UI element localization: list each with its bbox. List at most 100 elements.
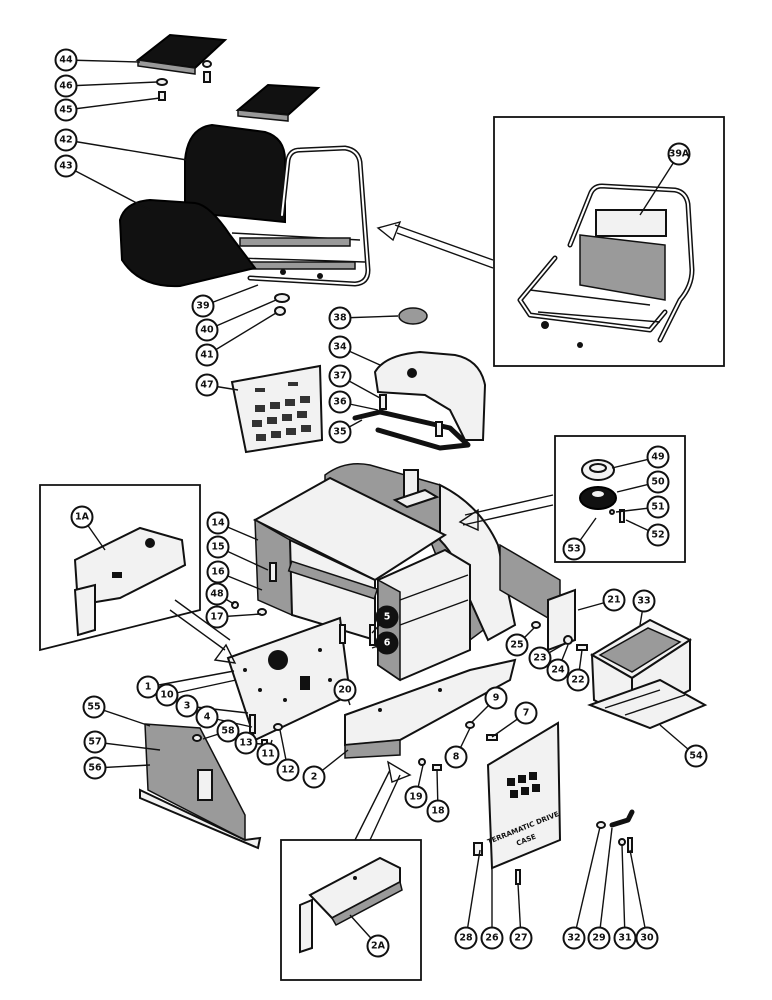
seat-backrest	[184, 123, 286, 224]
callout-label: 45	[59, 105, 72, 116]
callout-label: 25	[510, 640, 523, 651]
callout-label: 51	[651, 502, 664, 513]
callout-circle	[528, 646, 552, 670]
leader-line-41	[206, 312, 277, 356]
callout-label: 28	[459, 933, 473, 944]
callout-circle	[195, 705, 219, 729]
callout-circle	[54, 74, 78, 98]
callout-44: 44	[54, 48, 78, 72]
callout-circle	[191, 294, 215, 318]
callout-14: 14	[206, 511, 230, 535]
callout-circle	[454, 926, 478, 950]
callout-circle	[205, 605, 229, 629]
callout-circle	[366, 934, 390, 958]
leader-line-46	[65, 81, 158, 87]
callout-circle	[444, 745, 468, 769]
callout-label: 9	[493, 693, 500, 704]
callout-label: 55	[87, 702, 100, 713]
callout-6: 6	[375, 631, 399, 655]
callout-8: 8	[444, 745, 468, 769]
callout-label: 44	[59, 55, 73, 66]
callout-31: 31	[613, 926, 637, 950]
callout-1: 1	[136, 675, 160, 699]
callout-label: 2	[311, 772, 318, 783]
callout-48: 48	[205, 582, 229, 606]
callout-18: 18	[426, 799, 450, 823]
callout-label: 50	[651, 477, 665, 488]
callout-circle	[83, 756, 107, 780]
callout-label: 52	[651, 530, 664, 541]
callout-circle	[566, 668, 590, 692]
callout-label: 40	[200, 325, 214, 336]
decal-plate-26: TERRAMATIC DRIVE CASE	[473, 721, 562, 885]
callout-label: 27	[514, 933, 527, 944]
callout-circle	[684, 744, 708, 768]
callout-label: 17	[210, 612, 223, 623]
leader-line-1	[147, 670, 235, 688]
callout-circle	[195, 318, 219, 342]
leader-line-31	[621, 844, 626, 939]
callout-35: 35	[328, 420, 352, 444]
callout-52: 52	[646, 523, 670, 547]
callout-label: 18	[431, 806, 445, 817]
callout-label: 19	[409, 792, 422, 803]
callout-label: 30	[640, 933, 654, 944]
callout-25: 25	[505, 633, 529, 657]
callout-label: 36	[333, 397, 347, 408]
leader-line-29	[598, 827, 613, 939]
callout-circle	[205, 582, 229, 606]
callout-29: 29	[587, 926, 611, 950]
callout-label: 48	[210, 589, 224, 600]
callout-circle	[54, 154, 78, 178]
leader-line-40	[206, 299, 277, 331]
callout-40: 40	[195, 318, 219, 342]
callout-label: 54	[689, 751, 703, 762]
callout-label: 39	[196, 301, 209, 312]
callout-circle	[195, 373, 219, 397]
callout-label: 34	[333, 342, 347, 353]
callout-label: 38	[333, 313, 347, 324]
callout-16: 16	[206, 560, 230, 584]
callout-label: 46	[59, 81, 73, 92]
callout-2: 2	[302, 765, 326, 789]
inset-2a	[280, 839, 422, 981]
callout-circle	[328, 306, 352, 330]
callout-3: 3	[175, 694, 199, 718]
callout-circle	[426, 799, 450, 823]
callout-7: 7	[514, 701, 538, 725]
callout-42: 42	[54, 128, 78, 152]
callout-circle	[505, 633, 529, 657]
callout-label: 1A	[75, 512, 90, 523]
callout-circle	[136, 675, 160, 699]
callout-36: 36	[328, 390, 352, 414]
callout-41: 41	[195, 343, 219, 367]
callout-label: 22	[571, 675, 584, 686]
callout-circle	[632, 589, 656, 613]
toolbox-33	[587, 618, 708, 730]
callout-label: 47	[200, 380, 213, 391]
callout-circle	[635, 926, 659, 950]
callout-26: 26	[480, 926, 504, 950]
leader-line-44	[65, 59, 141, 63]
callout-label: 33	[637, 596, 650, 607]
callout-circle	[155, 683, 179, 707]
callout-45: 45	[54, 98, 78, 122]
callout-circle	[216, 719, 240, 743]
callout-circle	[509, 926, 533, 950]
callout-circle	[562, 537, 586, 561]
callout-circle	[54, 128, 78, 152]
callout-15: 15	[206, 535, 230, 559]
callout-50: 50	[646, 470, 670, 494]
callout-circle	[206, 511, 230, 535]
callout-circle	[328, 335, 352, 359]
callout-circle	[375, 631, 399, 655]
callout-circle	[646, 523, 670, 547]
callout-39: 39	[191, 294, 215, 318]
callout-label: 7	[523, 708, 530, 719]
callout-4: 4	[195, 705, 219, 729]
inset-arrows	[169, 220, 554, 841]
callout-circle	[646, 470, 670, 494]
callout-label: 16	[211, 567, 225, 578]
callout-circle	[54, 98, 78, 122]
